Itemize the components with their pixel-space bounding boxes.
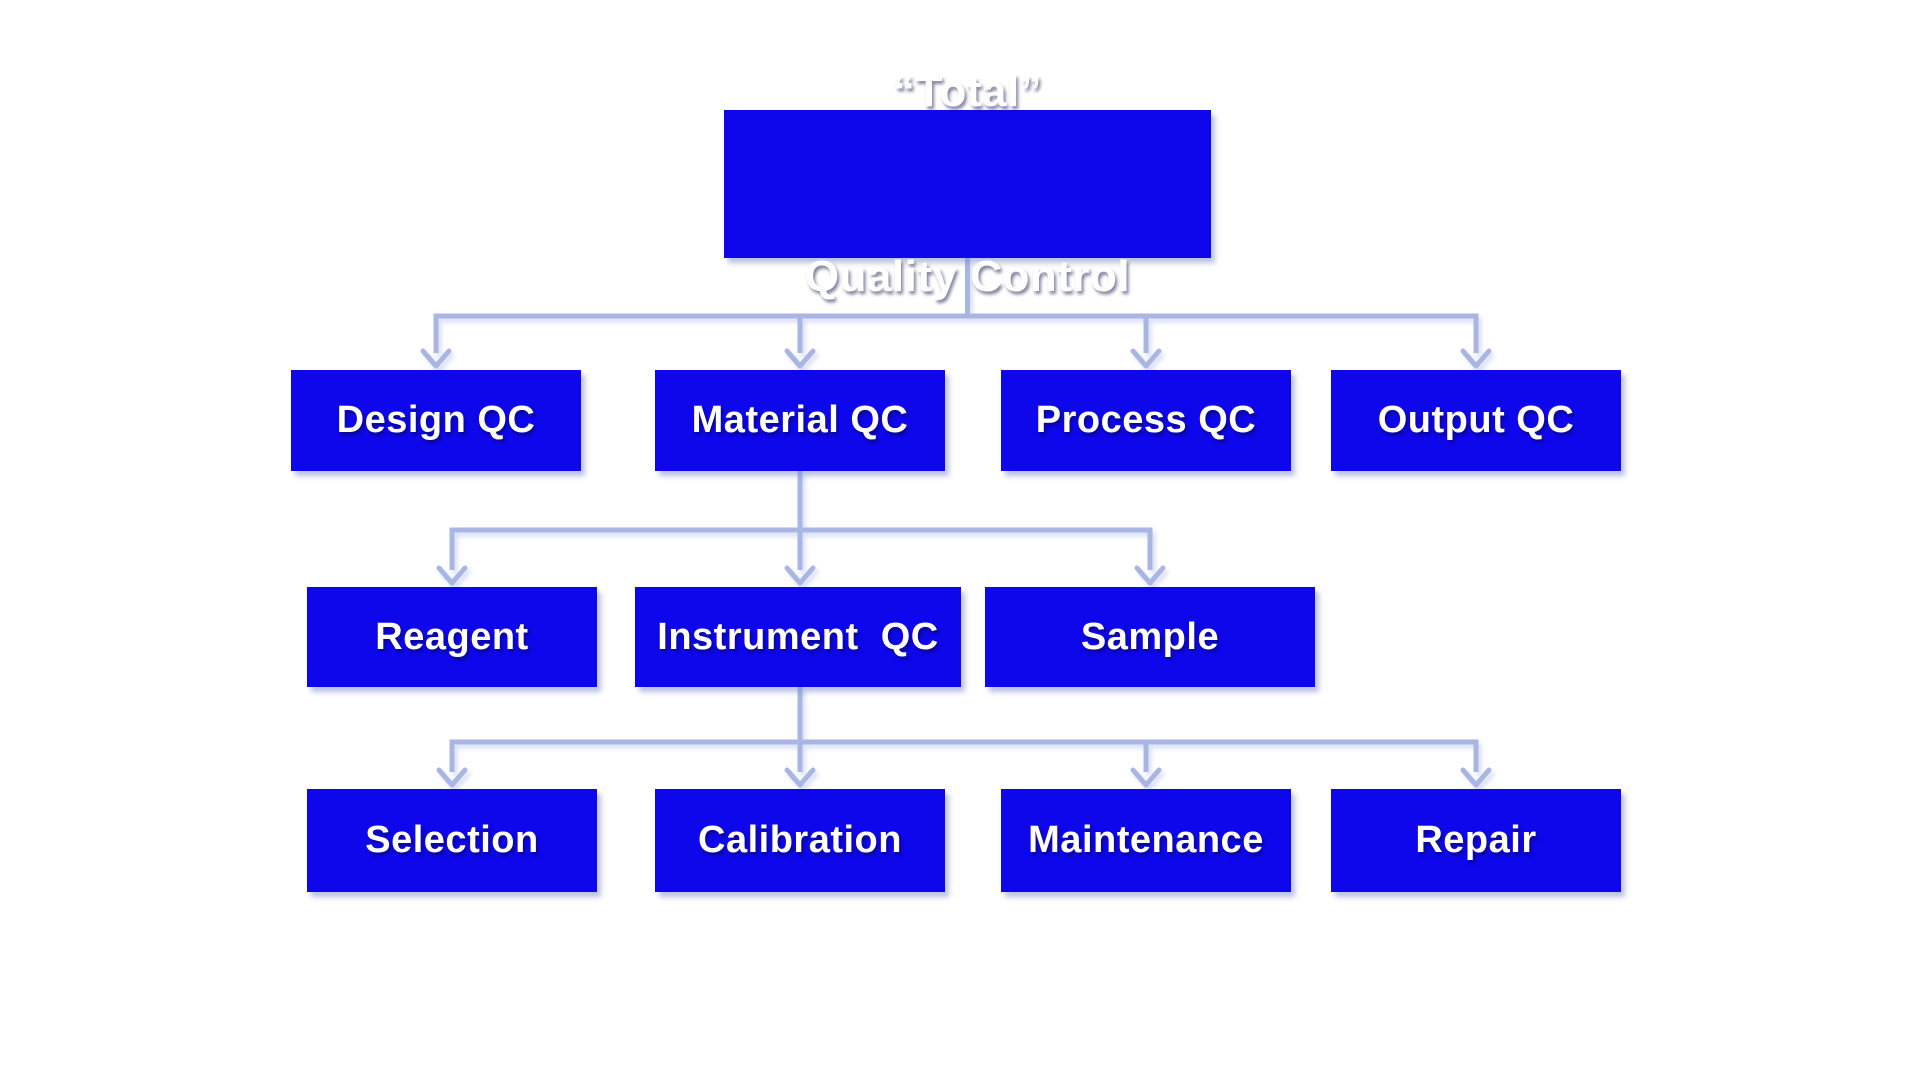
arrowhead-icon [1130, 767, 1162, 788]
node-calibration: Calibration [655, 789, 945, 892]
node-maintenance: Maintenance [1001, 789, 1291, 892]
arrowhead-icon [436, 565, 468, 586]
connector-group-root-to-level2 [420, 257, 1492, 369]
root-label-line2: Quality Control [804, 251, 1131, 301]
node-process-qc: Process QC [1001, 370, 1291, 471]
node-output-qc: Output QC [1331, 370, 1621, 471]
root-label: “Total” Quality Control [805, 0, 1130, 430]
arrowhead-icon [784, 565, 816, 586]
node-material-qc: Material QC [655, 370, 945, 471]
connector-group-material-to-level3 [436, 470, 1166, 586]
arrowhead-icon [1460, 348, 1492, 369]
arrowhead-icon [436, 767, 468, 788]
node-selection: Selection [307, 789, 597, 892]
node-repair: Repair [1331, 789, 1621, 892]
arrowhead-icon [784, 348, 816, 369]
node-reagent: Reagent [307, 587, 597, 687]
arrowhead-icon [1130, 348, 1162, 369]
arrowhead-icon [420, 348, 452, 369]
node-total-quality-control: “Total” Quality Control [724, 67, 1211, 301]
node-sample: Sample [985, 587, 1315, 687]
root-label-line1: “Total” [892, 66, 1043, 116]
node-instrument-qc: Instrument QC [635, 587, 961, 687]
arrowhead-icon [1134, 565, 1166, 586]
arrowhead-icon [784, 767, 816, 788]
node-design-qc: Design QC [291, 370, 581, 471]
arrowhead-icon [1460, 767, 1492, 788]
connector-group-instrument-to-level4 [436, 685, 1492, 788]
